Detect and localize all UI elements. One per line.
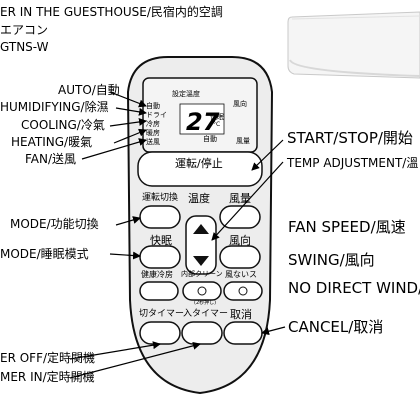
sleep-button xyxy=(139,245,181,269)
display-mode-auto: 自動 xyxy=(146,102,160,110)
fan-speed-button xyxy=(219,205,261,229)
display-wind-dir: 風向 xyxy=(233,100,247,108)
label-timer-on: MER IN/定時開機 xyxy=(0,370,95,384)
label-temp-adjust: TEMP ADJUSTMENT/溫 xyxy=(287,156,419,170)
health-cool-label: 健康冷房 xyxy=(141,270,173,279)
temp-down-arrow xyxy=(193,256,209,266)
cancel-button xyxy=(223,321,263,345)
inner-clean-label: 内部クリーン xyxy=(181,270,223,278)
display-auto-right: 自動 xyxy=(203,135,217,143)
mode-button-label: 運転切換 xyxy=(142,193,179,203)
no-wind-button xyxy=(223,281,263,301)
header-model: GTNS-W xyxy=(0,40,49,54)
on-timer-button xyxy=(181,321,223,345)
display-unit: °C xyxy=(213,121,221,128)
label-no-direct-wind: NO DIRECT WIND/ xyxy=(288,279,420,297)
label-cancel: CANCEL/取消 xyxy=(288,318,384,336)
ac-unit-image xyxy=(287,11,420,79)
health-cool-button xyxy=(139,281,179,301)
no-wind-icon xyxy=(238,286,248,296)
label-mode: MODE/功能切換 xyxy=(10,217,99,231)
fan-speed-button-label: 風量 xyxy=(229,192,251,205)
sleep-button-label: 快眠 xyxy=(150,234,172,247)
label-fan-speed: FAN SPEED/風速 xyxy=(288,218,406,236)
display-mode-cool: 冷房 xyxy=(146,120,160,128)
label-cooling: COOLING/冷氣 xyxy=(21,118,105,132)
label-auto: AUTO/自動 xyxy=(58,83,120,97)
display-quiet: 快眠 xyxy=(210,113,224,121)
swing-button-label: 風向 xyxy=(229,234,251,247)
mode-button xyxy=(139,205,181,229)
display-mode-dry: ドライ xyxy=(146,111,167,119)
label-sleep-mode: MODE/睡眠模式 xyxy=(0,247,89,261)
header-subtitle: エアコン xyxy=(0,23,49,37)
cancel-button-label: 取消 xyxy=(230,308,252,321)
display-fan-right: 風量 xyxy=(236,137,250,145)
inner-clean-sub-label: (2秒押し) xyxy=(194,300,217,306)
header-title: ER IN THE GUESTHOUSE/民宿内的空調 xyxy=(0,5,223,19)
label-dehumidifying: HUMIDIFYING/除濕 xyxy=(0,100,109,114)
display-mode-fan: 送風 xyxy=(146,138,160,146)
no-wind-label: 風ないス xyxy=(225,270,257,279)
swing-button xyxy=(219,245,261,269)
label-swing: SWING/風向 xyxy=(288,251,375,269)
off-timer-label: 切タイマー xyxy=(139,309,185,319)
off-timer-button xyxy=(139,321,181,345)
display-temperature: 27 xyxy=(186,108,220,136)
temp-up-arrow xyxy=(193,224,209,234)
temp-label: 温度 xyxy=(188,192,210,205)
label-start-stop: START/STOP/開始 xyxy=(287,129,413,147)
label-timer-off: ER OFF/定時関機 xyxy=(0,351,96,365)
temp-rocker xyxy=(185,215,217,275)
on-timer-label: 入タイマー xyxy=(183,309,229,319)
pointer-arrows xyxy=(69,91,286,379)
inner-clean-button xyxy=(182,281,222,301)
start-stop-button xyxy=(137,151,263,187)
display-mode-heat: 暖房 xyxy=(146,129,160,137)
label-fan: FAN/送風 xyxy=(25,152,77,166)
start-stop-label: 運転/停止 xyxy=(175,157,223,170)
set-temp-label: 設定溫度 xyxy=(172,90,200,98)
inner-clean-icon xyxy=(197,286,207,296)
label-heating: HEATING/暖氣 xyxy=(11,135,93,149)
